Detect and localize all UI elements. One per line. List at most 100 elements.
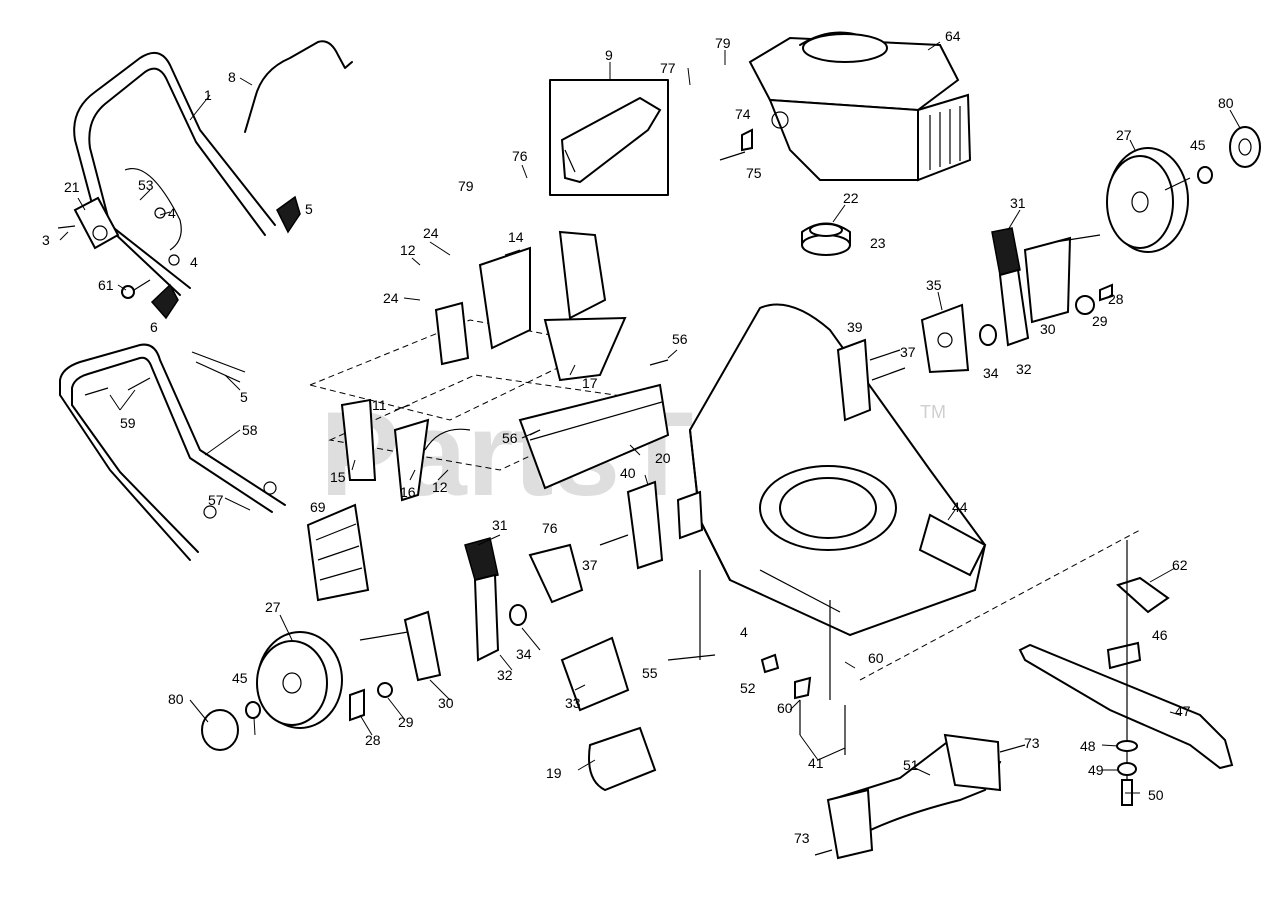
callout-label: 73 (794, 830, 810, 846)
height-lever-grip-left (464, 537, 499, 581)
callout-label: 4 (190, 254, 198, 270)
callout-label: 37 (582, 557, 598, 573)
callout-label: 76 (542, 520, 558, 536)
blade-adapter-key (1106, 641, 1142, 670)
callout-label: 29 (398, 714, 414, 730)
callout-label: 28 (365, 732, 381, 748)
chute-detail-box (549, 79, 669, 196)
blade-adapter-lower (1116, 576, 1170, 614)
callout-label: 12 (432, 479, 448, 495)
callout-label: 57 (208, 492, 224, 508)
bag-frame-brackets (308, 230, 652, 502)
callout-label: 61 (98, 277, 114, 293)
callout-label: 15 (330, 469, 346, 485)
callout-label: 19 (546, 765, 562, 781)
height-lever-grip-right (991, 227, 1021, 276)
lower-handle (59, 343, 286, 561)
callout-label: 39 (847, 319, 863, 335)
callout-label: 8 (228, 69, 236, 85)
callout-label: 34 (516, 646, 532, 662)
callout-label: 45 (232, 670, 248, 686)
callout-label: 41 (808, 755, 824, 771)
callout-label: 35 (926, 277, 942, 293)
callout-label: 11 (372, 397, 387, 413)
handle-knob-left (150, 283, 179, 320)
callout-label: 75 (746, 165, 762, 181)
grass-bag (306, 503, 370, 602)
callout-label: 24 (383, 290, 399, 306)
callout-label: 14 (508, 229, 524, 245)
callout-label: 4 (168, 205, 176, 221)
upper-handle (73, 51, 276, 296)
callout-label: 53 (138, 177, 154, 193)
callout-label: 59 (120, 415, 136, 431)
wheel-bracket-rear (836, 338, 872, 422)
callout-label: 47 (1175, 703, 1191, 719)
callout-label: 79 (715, 35, 731, 51)
callout-label: 79 (458, 178, 474, 194)
callout-label: 37 (900, 344, 916, 360)
callout-label: 58 (242, 422, 258, 438)
callout-label: 51 (903, 757, 919, 773)
leader-lines (59, 41, 1241, 794)
callout-label: 49 (1088, 762, 1104, 778)
callout-label: 27 (1116, 127, 1132, 143)
callout-label: 50 (1148, 787, 1164, 803)
hubcap-left (201, 709, 239, 751)
callout-label: 1 (204, 87, 212, 103)
callout-label: 9 (605, 47, 613, 63)
callout-label: 76 (512, 148, 528, 164)
hubcap-right (1229, 126, 1261, 168)
callout-label: 56 (672, 331, 688, 347)
mower-deck (688, 303, 987, 637)
control-lever (73, 196, 120, 250)
callout-label: 20 (655, 450, 671, 466)
callout-label: 44 (952, 499, 968, 515)
rear-wheel-right (1106, 147, 1189, 253)
callout-label: 31 (1010, 195, 1026, 211)
callout-label: 17 (582, 375, 598, 391)
callout-label: 16 (400, 484, 416, 500)
callout-label: 21 (64, 179, 80, 195)
callout-label: 60 (777, 700, 793, 716)
callout-label: 32 (1016, 361, 1032, 377)
callout-label: 73 (1024, 735, 1040, 751)
callout-label: 29 (1092, 313, 1108, 329)
callout-label: 33 (565, 695, 581, 711)
callout-label: 34 (983, 365, 999, 381)
callout-label: 24 (423, 225, 439, 241)
callout-label: 4 (740, 624, 748, 640)
callout-label: 12 (400, 242, 416, 258)
callout-label: 69 (310, 499, 326, 515)
callout-label: 5 (305, 201, 313, 217)
callout-labels: 1 3 4 4 4 5 5 6 8 9 11 12 12 14 15 16 17… (42, 28, 1234, 846)
callout-label: 40 (620, 465, 636, 481)
callout-label: 80 (168, 691, 184, 707)
callout-label: 60 (868, 650, 884, 666)
callout-label: 80 (1218, 95, 1234, 111)
watermark-trademark: TM (920, 402, 946, 422)
callout-label: 45 (1190, 137, 1206, 153)
callout-label: 5 (240, 389, 248, 405)
callout-label: 77 (660, 60, 676, 76)
callout-label: 64 (945, 28, 961, 44)
callout-label: 48 (1080, 738, 1096, 754)
callout-label: 27 (265, 599, 281, 615)
callout-label: 30 (438, 695, 454, 711)
callout-label: 56 (502, 430, 518, 446)
eyebolt (121, 285, 135, 299)
callout-label: 46 (1152, 627, 1168, 643)
mulch-plug (560, 636, 630, 712)
engine (748, 31, 972, 182)
callout-label: 6 (150, 319, 158, 335)
wheel-bracket-front (626, 480, 664, 570)
control-cable (244, 40, 353, 133)
callout-label: 52 (740, 680, 756, 696)
callout-label: 55 (642, 665, 658, 681)
blade-adapter (801, 222, 851, 256)
callout-label: 74 (735, 106, 751, 122)
callout-label: 32 (497, 667, 513, 683)
rear-deflector (588, 726, 657, 792)
callout-label: 62 (1172, 557, 1188, 573)
